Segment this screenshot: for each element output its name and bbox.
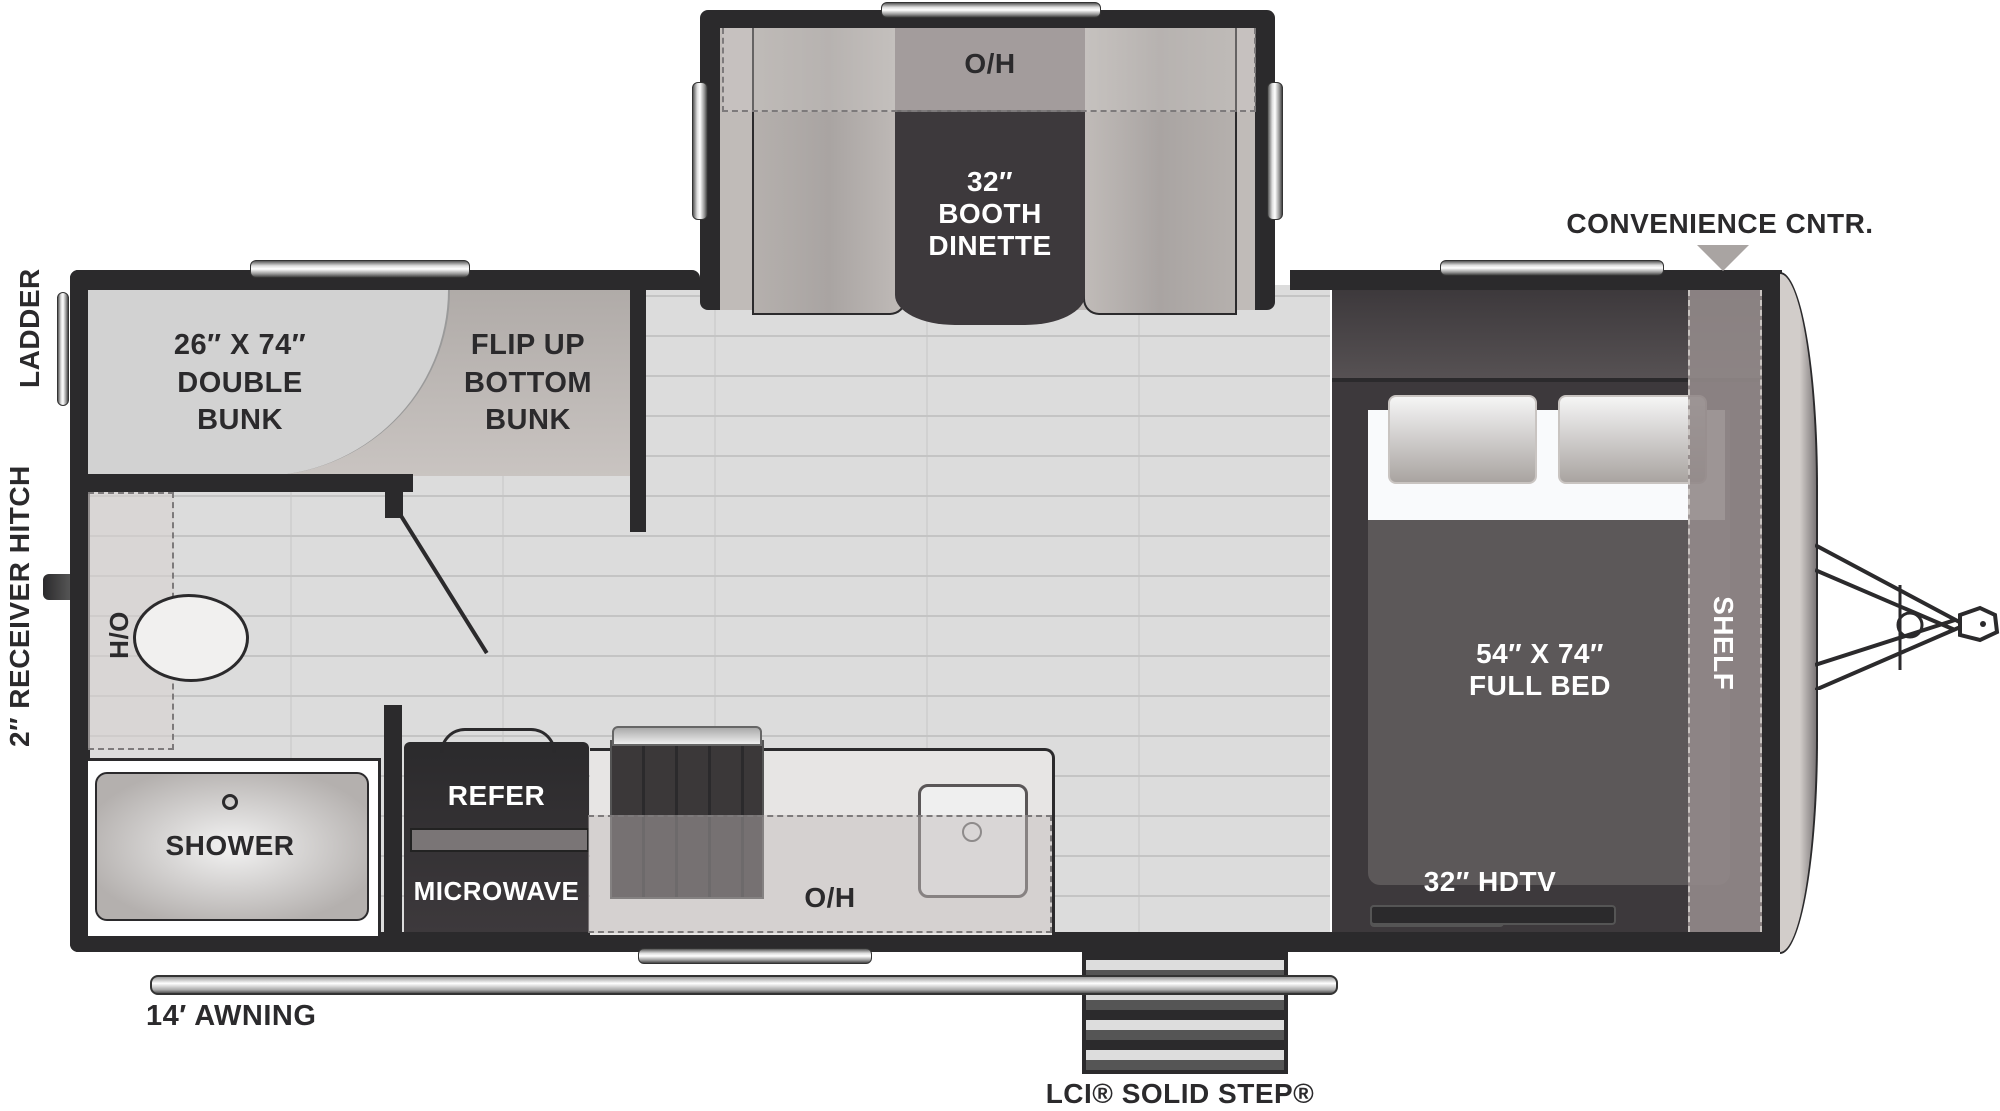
convenience-center-marker-icon <box>1697 245 1749 271</box>
bed-type: FULL BED <box>1469 670 1611 702</box>
stove-knobs <box>612 726 762 746</box>
tongue-coupler-icon <box>1815 543 2000 690</box>
wall-left <box>70 270 90 952</box>
bath-wall-lower <box>384 705 402 935</box>
shelf-label: SHELF <box>1708 596 1740 691</box>
pillow-left <box>1388 395 1537 484</box>
bedroom-window[interactable] <box>1440 260 1664 276</box>
dinette-window-right[interactable] <box>1267 82 1283 220</box>
microwave <box>410 828 589 852</box>
bed-size: 54″ X 74″ <box>1476 638 1604 669</box>
wall-bottom <box>70 932 1780 952</box>
receiver-hitch <box>43 574 70 600</box>
dinette-window-left[interactable] <box>692 82 708 220</box>
bunk-window[interactable] <box>250 260 470 278</box>
dinette-overhead-label: O/H <box>964 48 1016 79</box>
tv-stand <box>1370 905 1616 925</box>
dinette-overhead-outline <box>722 28 1256 112</box>
wall-top-left <box>70 270 700 290</box>
awning-label: 14′ AWNING <box>146 1000 317 1032</box>
bath-door-post <box>385 474 403 518</box>
flip-up-bunk-label: FLIP UP BOTTOM BUNK <box>463 329 593 437</box>
refer-label: REFER <box>447 780 546 811</box>
dinette-label: 32″ BOOTH DINETTE <box>895 166 1085 263</box>
dinette-overhead-cabinet <box>895 28 1085 110</box>
bath-overhead-label: H/O <box>104 611 135 659</box>
receiver-hitch-label: 2″ RECEIVER HITCH <box>3 465 35 747</box>
shower-drain-icon <box>222 794 238 810</box>
bunk-divider-wall <box>88 474 413 492</box>
bed-label: 54″ X 74″ FULL BED <box>1410 638 1670 702</box>
entry-step-label: LCI® SOLID STEP® <box>1045 1078 1315 1109</box>
awning[interactable] <box>150 975 1338 995</box>
sink-drain-icon <box>962 822 982 842</box>
dinette-table <box>895 110 1085 325</box>
dinette-size: 32″ <box>966 166 1014 197</box>
kitchen-overhead-outline <box>588 815 1052 933</box>
dinette-type: BOOTH <box>938 198 1042 230</box>
front-cap <box>1780 272 1818 954</box>
entry-step[interactable] <box>1082 950 1288 1074</box>
pillow-right <box>1558 395 1707 484</box>
front-wall <box>1762 270 1782 952</box>
entry-window[interactable] <box>638 948 872 964</box>
convenience-center-label: CONVENIENCE CNTR. <box>1566 208 1874 239</box>
toilet <box>133 594 249 682</box>
shelf <box>1688 290 1762 932</box>
dinette-name: DINETTE <box>928 230 1052 262</box>
double-bunk-label: 26″ X 74″ DOUBLE BUNK <box>173 329 307 437</box>
microwave-label: MICROWAVE <box>413 876 580 906</box>
bunk-end-wall <box>630 290 646 532</box>
kitchen-overhead-label: O/H <box>804 882 856 913</box>
refrigerator-vent <box>440 728 556 753</box>
shower-label: SHOWER <box>165 830 295 861</box>
ladder[interactable] <box>57 292 69 406</box>
ladder-label: LADDER <box>13 268 45 388</box>
tv-label: 32″ HDTV <box>1423 866 1557 897</box>
dinette-window-top[interactable] <box>881 2 1101 18</box>
